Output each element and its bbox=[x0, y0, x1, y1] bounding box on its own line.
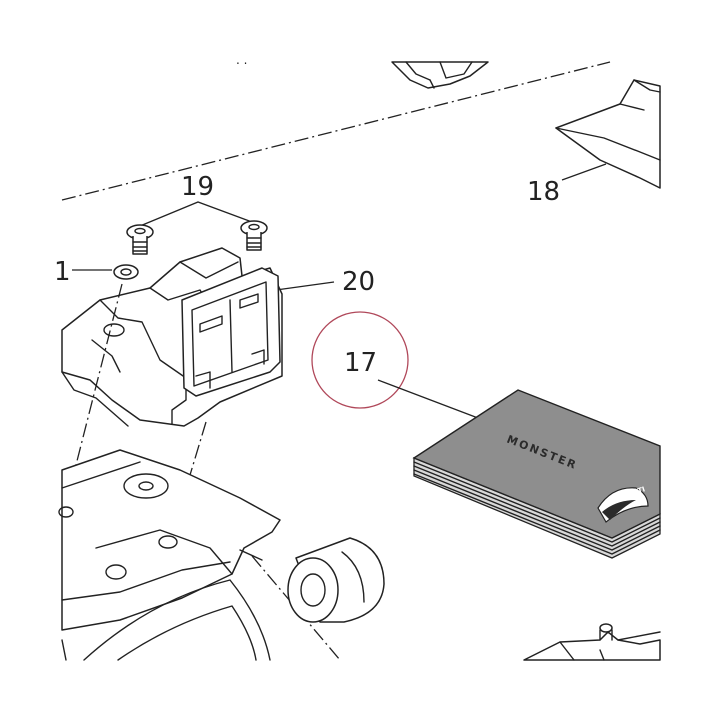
leader-19 bbox=[139, 201, 253, 227]
leader-17 bbox=[377, 379, 479, 419]
screw-right bbox=[240, 220, 268, 251]
bottom-right-part bbox=[523, 623, 661, 661]
ducati-logo-icon: DUCATI bbox=[597, 485, 649, 523]
highlight-circle-17 bbox=[311, 311, 409, 409]
part-18-tail-piece bbox=[555, 79, 661, 189]
callout-19: 19 bbox=[181, 172, 214, 202]
cylinder-spacer bbox=[287, 537, 385, 623]
manual-cover bbox=[412, 389, 661, 539]
centerline-top bbox=[61, 61, 611, 201]
pin bbox=[239, 549, 263, 561]
leader-18 bbox=[561, 163, 607, 181]
callout-1: 1 bbox=[54, 257, 71, 287]
callout-17: 17 bbox=[344, 348, 377, 378]
top-bracket-part bbox=[391, 61, 489, 89]
screw-left bbox=[126, 224, 154, 255]
leader-20 bbox=[275, 281, 335, 291]
stray-marks: . . bbox=[236, 53, 247, 67]
lower-frame-arcs bbox=[61, 579, 271, 661]
lower-frame-part bbox=[58, 449, 281, 631]
callout-18: 18 bbox=[527, 177, 560, 207]
callout-20: 20 bbox=[342, 267, 375, 297]
washer bbox=[113, 264, 139, 280]
owners-manual-booklet: MONSTER DUCATI bbox=[412, 389, 661, 559]
part-20-plate bbox=[181, 267, 281, 397]
